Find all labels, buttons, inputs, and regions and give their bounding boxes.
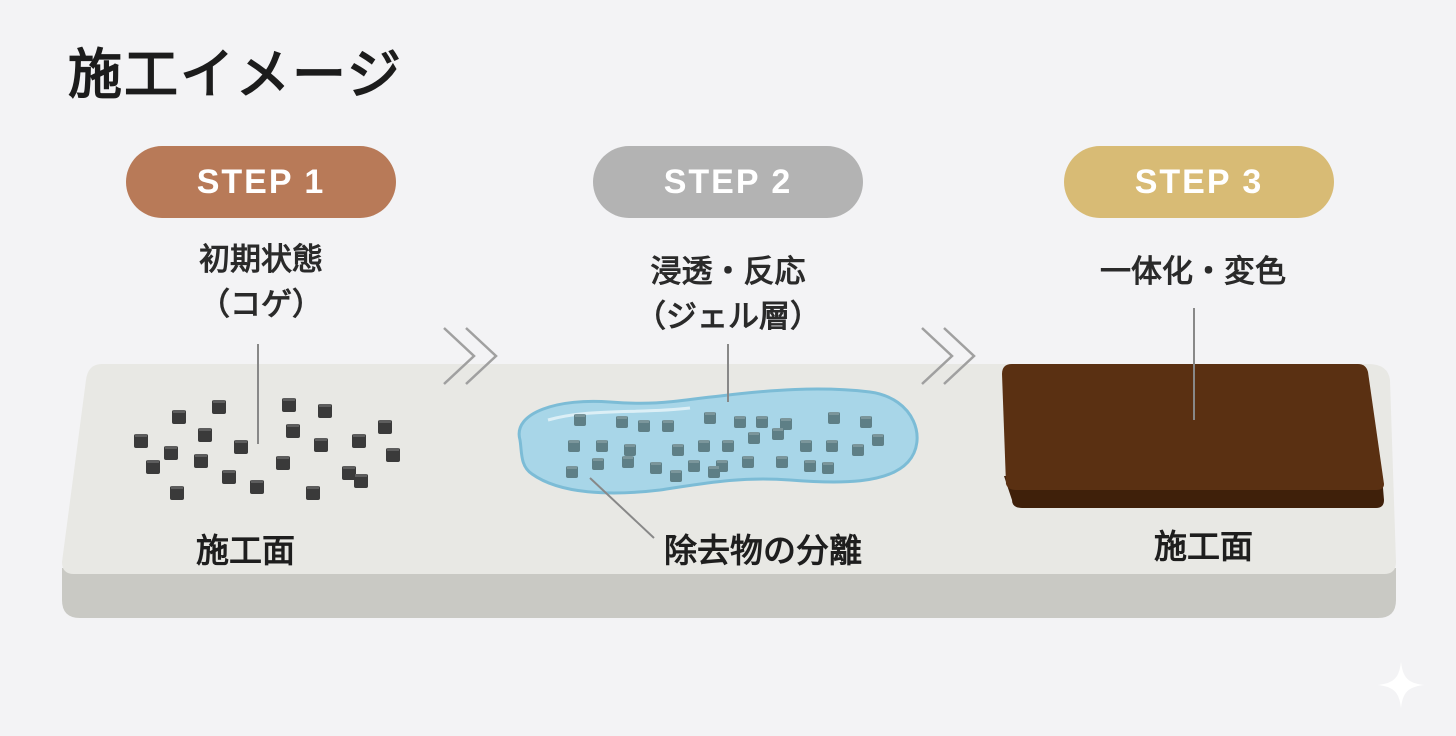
step-1-label-line1: 初期状態 — [199, 242, 323, 278]
residue-particle — [342, 466, 356, 480]
residue-particle — [234, 440, 248, 454]
residue-particle — [306, 486, 320, 500]
residue-particle — [172, 410, 186, 424]
residue-particle — [276, 456, 290, 470]
residue-particle — [170, 486, 184, 500]
gel-particle — [776, 456, 788, 468]
residue-particle — [222, 470, 236, 484]
gel-particle — [592, 458, 604, 470]
residue-particle — [318, 404, 332, 418]
slab-front-edge — [62, 568, 1396, 618]
gel-particle — [826, 440, 838, 452]
gel-particle — [804, 460, 816, 472]
residue-particle — [250, 480, 264, 494]
residue-particle — [164, 446, 178, 460]
gel-particle — [698, 440, 710, 452]
gel-particle — [650, 462, 662, 474]
gel-particle — [688, 460, 700, 472]
gel-particle — [722, 440, 734, 452]
gel-particle — [822, 462, 834, 474]
sparkle-icon — [1378, 662, 1424, 708]
gel-particle — [780, 418, 792, 430]
step-3-surface-label: 施工面 — [1154, 527, 1253, 566]
gel-particle — [574, 414, 586, 426]
gel-particle — [860, 416, 872, 428]
gel-particle — [638, 420, 650, 432]
gel-particle — [672, 444, 684, 456]
gel-particle — [742, 456, 754, 468]
residue-particle — [286, 424, 300, 438]
step-3-label-line1: 一体化・変色 — [1100, 254, 1286, 290]
coated-block — [1002, 364, 1384, 490]
gel-particle — [852, 444, 864, 456]
gel-particle — [756, 416, 768, 428]
gel-particle — [708, 466, 720, 478]
residue-particle — [198, 428, 212, 442]
gel-particle — [748, 432, 760, 444]
step-1-label-line2: （コゲ） — [199, 287, 323, 323]
residue-particle — [212, 400, 226, 414]
residue-particle — [354, 474, 368, 488]
separated-particles — [566, 412, 884, 482]
gel-particle — [616, 416, 628, 428]
gel-particle — [872, 434, 884, 446]
gel-particle — [800, 440, 812, 452]
gel-particle — [670, 470, 682, 482]
gel-particle — [624, 444, 636, 456]
step-2-label-line2: （ジェル層） — [635, 299, 821, 335]
gel-particle — [734, 416, 746, 428]
gel-particle — [704, 412, 716, 424]
gel-particle — [828, 412, 840, 424]
step-1-badge: STEP 1 — [126, 146, 396, 218]
gel-particle — [568, 440, 580, 452]
residue-particle — [352, 434, 366, 448]
double-chevron-right-icon — [443, 327, 498, 385]
residue-particle — [146, 460, 160, 474]
residue-particle — [314, 438, 328, 452]
residue-particle — [378, 420, 392, 434]
step-3-badge: STEP 3 — [1064, 146, 1334, 218]
gel-particle — [772, 428, 784, 440]
gel-particle — [596, 440, 608, 452]
step-2-label-line1: 浸透・反応 — [650, 254, 806, 290]
gel-highlight — [547, 406, 691, 422]
gel-particle — [566, 466, 578, 478]
separation-leader-line — [589, 477, 655, 539]
residue-particle — [386, 448, 400, 462]
residue-particle — [282, 398, 296, 412]
burnt-residue-particles — [134, 398, 400, 500]
gel-particle — [622, 456, 634, 468]
gel-layer — [517, 387, 919, 495]
double-chevron-right-icon — [921, 327, 976, 385]
step-1-surface-label: 施工面 — [196, 531, 295, 570]
step-2-surface-label: 除去物の分離 — [664, 531, 862, 570]
step-2-badge: STEP 2 — [593, 146, 863, 218]
step-2-label: 浸透・反応 （ジェル層） — [628, 250, 828, 340]
gel-particle — [662, 420, 674, 432]
residue-particle — [134, 434, 148, 448]
step-1-label: 初期状態 （コゲ） — [186, 238, 336, 328]
step-3-label: 一体化・変色 — [1088, 250, 1298, 295]
page-title: 施工イメージ — [68, 43, 403, 106]
residue-particle — [194, 454, 208, 468]
